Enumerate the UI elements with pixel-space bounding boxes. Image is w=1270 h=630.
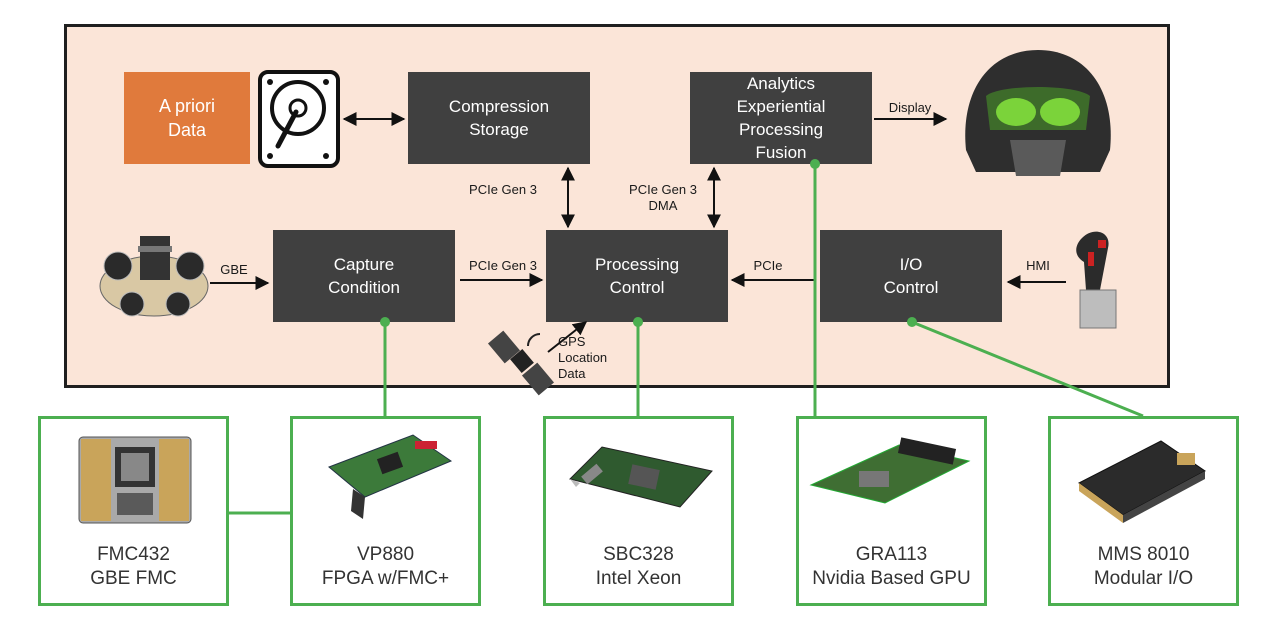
display-label: Display [888, 100, 932, 115]
product-caption: SBC328 Intel Xeon [595, 544, 682, 589]
product-caption: VP880 FPGA w/FMC+ [321, 544, 450, 589]
satellite-icon [487, 330, 555, 396]
analytics-connector-dot [810, 159, 820, 169]
pcie-gen3-capture-label: PCIe Gen 3 [469, 258, 537, 273]
gps-arrow [547, 321, 588, 353]
camera-rig-icon [99, 236, 209, 317]
product-card-mms8010: MMS 8010 Modular I/O [1048, 416, 1239, 606]
processing-control-block: Processing Control [546, 230, 728, 322]
product-caption: MMS 8010 Modular I/O [1093, 544, 1194, 589]
product-card-sbc328: SBC328 Intel Xeon [543, 416, 734, 606]
product-card-vp880: VP880 FPGA w/FMC+ [290, 416, 481, 606]
fmc-board-icon [78, 436, 192, 524]
green-connectors [229, 164, 1144, 515]
product-card-gra113: GRA113 Nvidia Based GPU [796, 416, 987, 606]
a-priori-data-block: A priori Data [124, 72, 250, 164]
hard-drive-icon [258, 70, 340, 168]
compression-storage-block: Compression Storage [408, 72, 590, 164]
fpga-card-icon [328, 434, 453, 519]
pcie-gen3-storage-label: PCIe Gen 3 [469, 182, 537, 197]
pcie-gen3-dma-label: PCIe Gen 3 DMA [629, 182, 697, 213]
product-caption: GRA113 Nvidia Based GPU [812, 544, 971, 589]
gbe-label: GBE [220, 262, 248, 277]
sbc-board-icon [569, 446, 713, 508]
capture-condition-block: Capture Condition [273, 230, 455, 322]
io-module-icon [1078, 440, 1206, 523]
capture-connector-dot [380, 317, 390, 327]
helmet-icon [965, 50, 1111, 176]
gpu-board-icon [809, 437, 971, 504]
pcie-label: PCIe [753, 258, 783, 273]
processing-connector-dot [633, 317, 643, 327]
product-card-fmc432: FMC432 GBE FMC [38, 416, 229, 606]
joystick-icon [1076, 231, 1117, 329]
io-control-block: I/O Control [820, 230, 1002, 322]
product-caption: FMC432 GBE FMC [90, 544, 177, 589]
io-connector-dot [907, 317, 917, 327]
analytics-fusion-block: Analytics Experiential Processing Fusion [690, 72, 872, 164]
gps-location-data-label: GPS Location Data [558, 334, 608, 381]
hmi-label: HMI [1026, 258, 1050, 273]
